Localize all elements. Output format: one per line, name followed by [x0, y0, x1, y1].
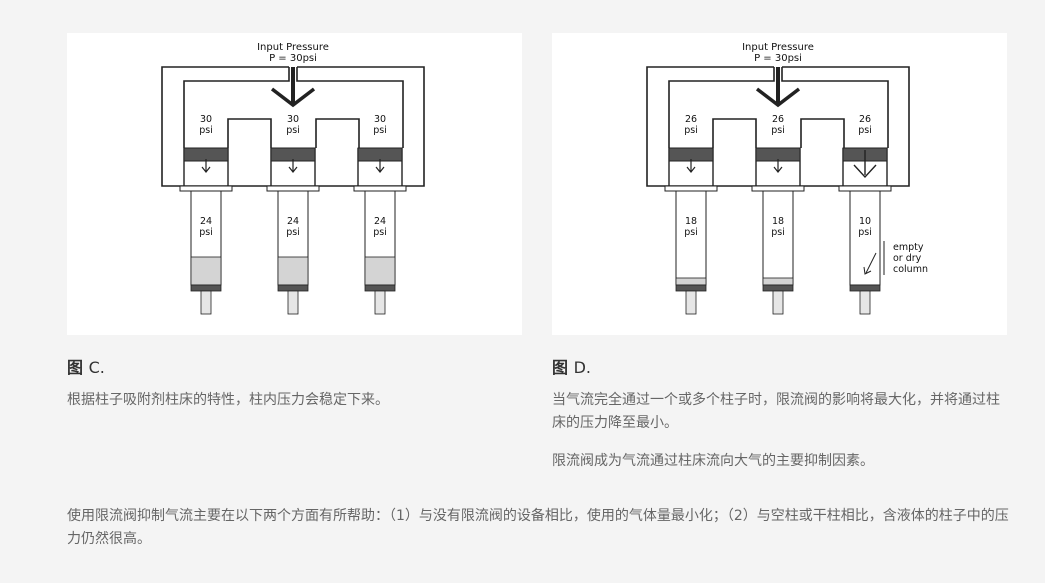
- input-pressure-label: Input Pressure: [257, 42, 329, 53]
- chamber-pressure-unit: psi: [858, 125, 872, 136]
- manifold-inner-wall: [183, 67, 404, 148]
- input-pressure-label: Input Pressure: [742, 42, 814, 53]
- chamber-pressure-unit: psi: [684, 125, 698, 136]
- column-flange: [838, 185, 892, 192]
- column-pressure-value: 24: [374, 216, 386, 227]
- column-flange: [751, 185, 805, 192]
- column-frit: [364, 284, 396, 292]
- input-pressure-value: P = 30psi: [269, 53, 317, 64]
- column-pressure-value: 24: [200, 216, 212, 227]
- column-frit: [675, 284, 707, 292]
- chamber-pressure-value: 26: [772, 114, 784, 125]
- annotation-line-3: column: [893, 264, 928, 275]
- column-outlet-tip: [685, 290, 697, 315]
- flow-arrow-head: [375, 166, 385, 173]
- column-pressure-unit: psi: [199, 227, 213, 238]
- figure-d-title-suffix: D.: [573, 358, 591, 377]
- column-pressure-value: 24: [287, 216, 299, 227]
- input-arrow-head: [755, 87, 801, 108]
- chamber-pressure-value: 26: [859, 114, 871, 125]
- column-flange: [353, 185, 407, 192]
- column-pressure-unit: psi: [684, 227, 698, 238]
- annotation-arrow-head: [863, 266, 872, 275]
- column-packing: [675, 277, 707, 286]
- column-pressure-value: 10: [859, 216, 871, 227]
- figure-d-title: 图 D.: [552, 354, 591, 378]
- column-frit: [762, 284, 794, 292]
- column-tube: [849, 190, 881, 286]
- column-frit: [277, 284, 309, 292]
- column-tube: [762, 190, 794, 286]
- column-pressure-unit: psi: [373, 227, 387, 238]
- column-pressure-unit: psi: [858, 227, 872, 238]
- chamber-pressure-unit: psi: [199, 125, 213, 136]
- figure-d-title-prefix: 图: [552, 358, 569, 377]
- chamber-pressure-unit: psi: [771, 125, 785, 136]
- chamber-pressure-value: 26: [685, 114, 697, 125]
- column-pressure-unit: psi: [771, 227, 785, 238]
- column-frit: [190, 284, 222, 292]
- column-pressure-value: 18: [772, 216, 784, 227]
- annotation-line-1: empty: [893, 242, 924, 253]
- column-outlet-tip: [287, 290, 299, 315]
- footer-paragraph: 使用限流阀抑制气流主要在以下两个方面有所帮助：（1）与没有限流阀的设备相比，使用…: [67, 508, 1009, 547]
- column-packing: [277, 256, 309, 286]
- flow-arrow-head: [853, 164, 877, 179]
- column-outlet-tip: [859, 290, 871, 315]
- figure-c-title-suffix: C.: [88, 358, 105, 377]
- column-outlet-tip: [200, 290, 212, 315]
- figure-d-caption-1: 当气流完全通过一个或多个柱子时，限流阀的影响将最大化，并将通过柱床的压力降至最小…: [552, 392, 1000, 431]
- figure-c-title: 图 C.: [67, 354, 105, 378]
- column-flange: [266, 185, 320, 192]
- column-pressure-unit: psi: [286, 227, 300, 238]
- flow-arrow-head: [686, 166, 696, 173]
- column-pressure-value: 18: [685, 216, 697, 227]
- annotation-line-2: or dry: [893, 253, 922, 264]
- column-packing: [364, 256, 396, 286]
- chamber-pressure-unit: psi: [286, 125, 300, 136]
- chamber-pressure-value: 30: [287, 114, 299, 125]
- flow-arrow-head: [201, 166, 211, 173]
- input-pressure-value: P = 30psi: [754, 53, 802, 64]
- manifold-pillar-right: [315, 118, 360, 148]
- column-frit: [849, 284, 881, 292]
- figure-d-caption-2: 限流阀成为气流通过柱床流向大气的主要抑制因素。: [552, 453, 874, 469]
- figure-c-title-prefix: 图: [67, 358, 84, 377]
- manifold-pillar-left: [227, 118, 272, 148]
- manifold-pillar-right: [800, 118, 845, 148]
- column-packing: [190, 256, 222, 286]
- annotation-arrow-shaft: [865, 252, 877, 274]
- column-flange: [179, 185, 233, 192]
- column-flange: [664, 185, 718, 192]
- chamber-pressure-unit: psi: [373, 125, 387, 136]
- flow-arrow-head: [288, 166, 298, 173]
- flow-arrow-head: [773, 166, 783, 173]
- manifold-inner-wall: [668, 67, 889, 148]
- manifold-pillar-left: [712, 118, 757, 148]
- column-outlet-tip: [374, 290, 386, 315]
- column-tube: [675, 190, 707, 286]
- figure-c-caption: 根据柱子吸附剂柱床的特性，柱内压力会稳定下来。: [67, 392, 389, 408]
- input-arrow-head: [270, 87, 316, 108]
- column-packing: [762, 277, 794, 286]
- chamber-pressure-value: 30: [374, 114, 386, 125]
- column-outlet-tip: [772, 290, 784, 315]
- chamber-pressure-value: 30: [200, 114, 212, 125]
